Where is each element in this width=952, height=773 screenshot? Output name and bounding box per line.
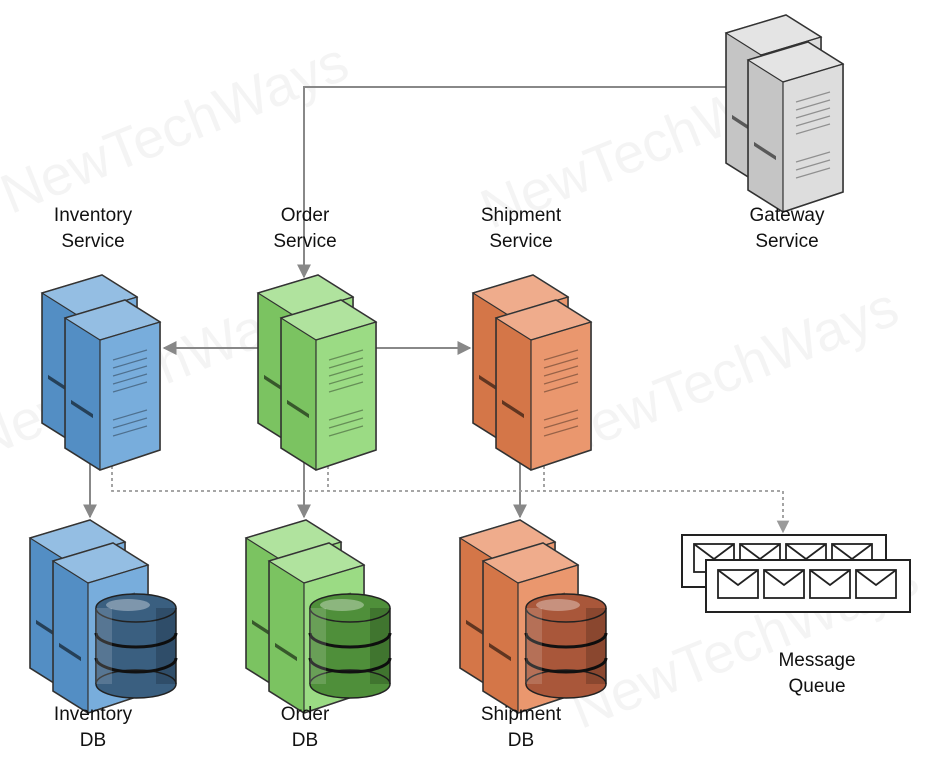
label-line2: DB [291,730,319,751]
label-order-db: Order DB [230,702,380,754]
envelope-icon [717,569,759,599]
inventory-service-server-icon [41,274,161,471]
label-line1: Inventory [53,704,133,725]
label-line2: DB [507,730,535,751]
order-service-server-icon [257,274,377,471]
envelope-icon [809,569,851,599]
label-shipment-db: Shipment DB [446,702,596,754]
label-message-queue: Message Queue [742,648,892,700]
label-line2: Service [61,231,125,252]
label-line1: Order [280,205,330,226]
envelope-icon [855,569,897,599]
label-line1: Gateway [749,205,825,226]
gateway-server-icon [725,14,844,213]
label-line1: Shipment [480,704,562,725]
label-inventory-service: Inventory Service [18,203,168,255]
inventory-db-cylinder-icon [94,592,178,700]
label-line2: Service [755,231,819,252]
label-line1: Shipment [480,205,562,226]
label-line1: Message [778,650,856,671]
label-inventory-db: Inventory DB [18,702,168,754]
shipment-service-server-icon [472,274,592,471]
shipment-db-cylinder-icon [524,592,608,700]
label-line1: Inventory [53,205,133,226]
envelope-icon [763,569,805,599]
label-shipment-service: Shipment Service [446,203,596,255]
order-db-cylinder-icon [308,592,392,700]
label-order-service: Order Service [230,203,380,255]
label-line2: Service [273,231,337,252]
dotted-line-inventory-to-queue [111,442,790,534]
label-line2: DB [79,730,107,751]
label-gateway-service: Gateway Service [712,203,862,255]
label-line2: Queue [788,676,846,697]
message-queue-icon [681,534,911,613]
arrow-gateway-to-order [297,86,735,279]
label-line2: Service [489,231,553,252]
label-line1: Order [280,704,330,725]
